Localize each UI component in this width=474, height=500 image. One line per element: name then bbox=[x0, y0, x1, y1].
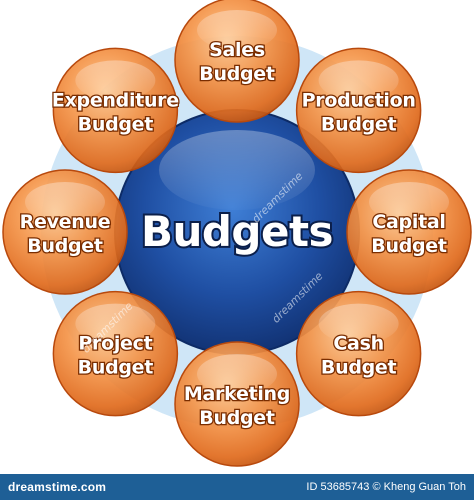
footer-image-id: ID 53685743 bbox=[306, 481, 370, 493]
footer-site: dreamstime.com bbox=[8, 480, 107, 494]
satellite-label-line2: Budget bbox=[78, 113, 154, 135]
satellite-label-line1: Production bbox=[302, 89, 416, 111]
satellite-label-line1: Sales bbox=[209, 39, 265, 61]
footer-credit: ID 53685743 © Kheng Guan Toh bbox=[306, 481, 466, 493]
satellite-label-line2: Budget bbox=[321, 113, 397, 135]
satellite-label-line1: Revenue bbox=[20, 211, 111, 233]
satellite-label-line2: Budget bbox=[371, 235, 447, 257]
satellite-label-line2: Budget bbox=[321, 357, 397, 379]
satellite-gloss bbox=[318, 60, 399, 101]
footer-author: © Kheng Guan Toh bbox=[372, 481, 466, 493]
satellite-gloss bbox=[75, 60, 156, 101]
satellite-gloss bbox=[75, 303, 156, 344]
satellite-label-line1: Project bbox=[78, 333, 152, 355]
center-label: Budgets bbox=[141, 207, 333, 256]
center-gloss bbox=[159, 130, 315, 210]
satellite-label-line1: Expenditure bbox=[52, 89, 179, 111]
satellite-label-line1: Capital bbox=[372, 211, 445, 233]
satellite-label-line2: Budget bbox=[27, 235, 103, 257]
satellite-gloss bbox=[369, 182, 449, 222]
satellite-gloss bbox=[318, 303, 399, 344]
diagram-canvas: Budgets SalesBudgetProductionBudgetCapit… bbox=[2, 0, 472, 467]
satellite-gloss bbox=[197, 354, 277, 394]
satellite-label-line1: Marketing bbox=[184, 383, 290, 405]
footer-bar: dreamstime.com ID 53685743 © Kheng Guan … bbox=[0, 474, 474, 500]
satellite-gloss bbox=[25, 182, 105, 222]
satellite-label-line2: Budget bbox=[199, 407, 275, 429]
satellite-label-line2: Budget bbox=[199, 63, 275, 85]
satellite-label-line1: Cash bbox=[333, 333, 383, 355]
satellite-label-line2: Budget bbox=[78, 357, 154, 379]
satellite-gloss bbox=[197, 10, 277, 50]
